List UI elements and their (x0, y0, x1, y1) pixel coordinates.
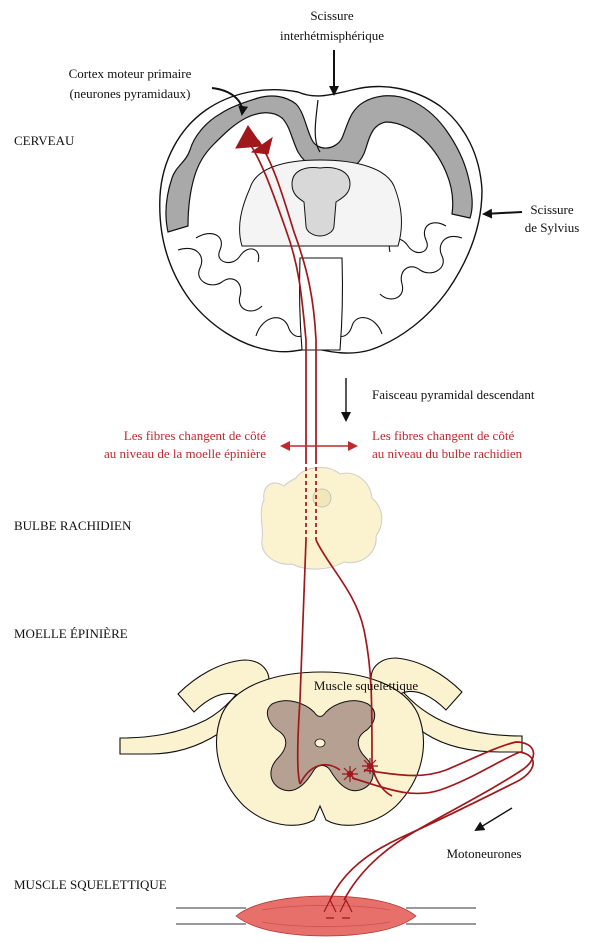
muscle-inner-label: Muscle squelettique (314, 678, 419, 693)
cortex-label-2: (neurones pyramidaux) (70, 86, 191, 101)
brain-section (160, 87, 482, 354)
bulb-crossing-label-2: au niveau du bulbe rachidien (372, 446, 523, 461)
muscle-section (176, 896, 476, 936)
sylvius-arrow (484, 212, 522, 214)
spinal-title: MOELLE ÉPINIÈRE (14, 626, 128, 641)
descending-tract-label: Faisceau pyramidal descendant (372, 387, 535, 402)
bulb-title: BULBE RACHIDIEN (14, 518, 132, 533)
bulb-crossing-label-1: Les fibres changent de côté (372, 428, 514, 443)
skeletal-muscle (236, 896, 416, 936)
cord-crossing-label-1: Les fibres changent de côté (124, 428, 266, 443)
interhemispheric-label-2: interhétmisphérique (280, 28, 384, 43)
sylvius-label-2: de Sylvius (525, 220, 580, 235)
motor-neuron-2 (362, 758, 378, 774)
interhemispheric-label-1: Scissure (310, 8, 354, 23)
cortex-label-1: Cortex moteur primaire (69, 66, 192, 81)
central-canal (315, 739, 325, 747)
motor-neuron-1 (342, 766, 358, 782)
medulla-bulb (261, 467, 382, 569)
brain-title: CERVEAU (14, 133, 75, 148)
motoneuron-arrow (476, 808, 512, 830)
muscle-title: MUSCLE SQUELETTIQUE (14, 877, 167, 892)
motoneurons-label: Motoneurones (446, 846, 521, 861)
cord-crossing-label-2: au niveau de la moelle épinière (104, 446, 266, 461)
sylvius-label-1: Scissure (530, 202, 574, 217)
